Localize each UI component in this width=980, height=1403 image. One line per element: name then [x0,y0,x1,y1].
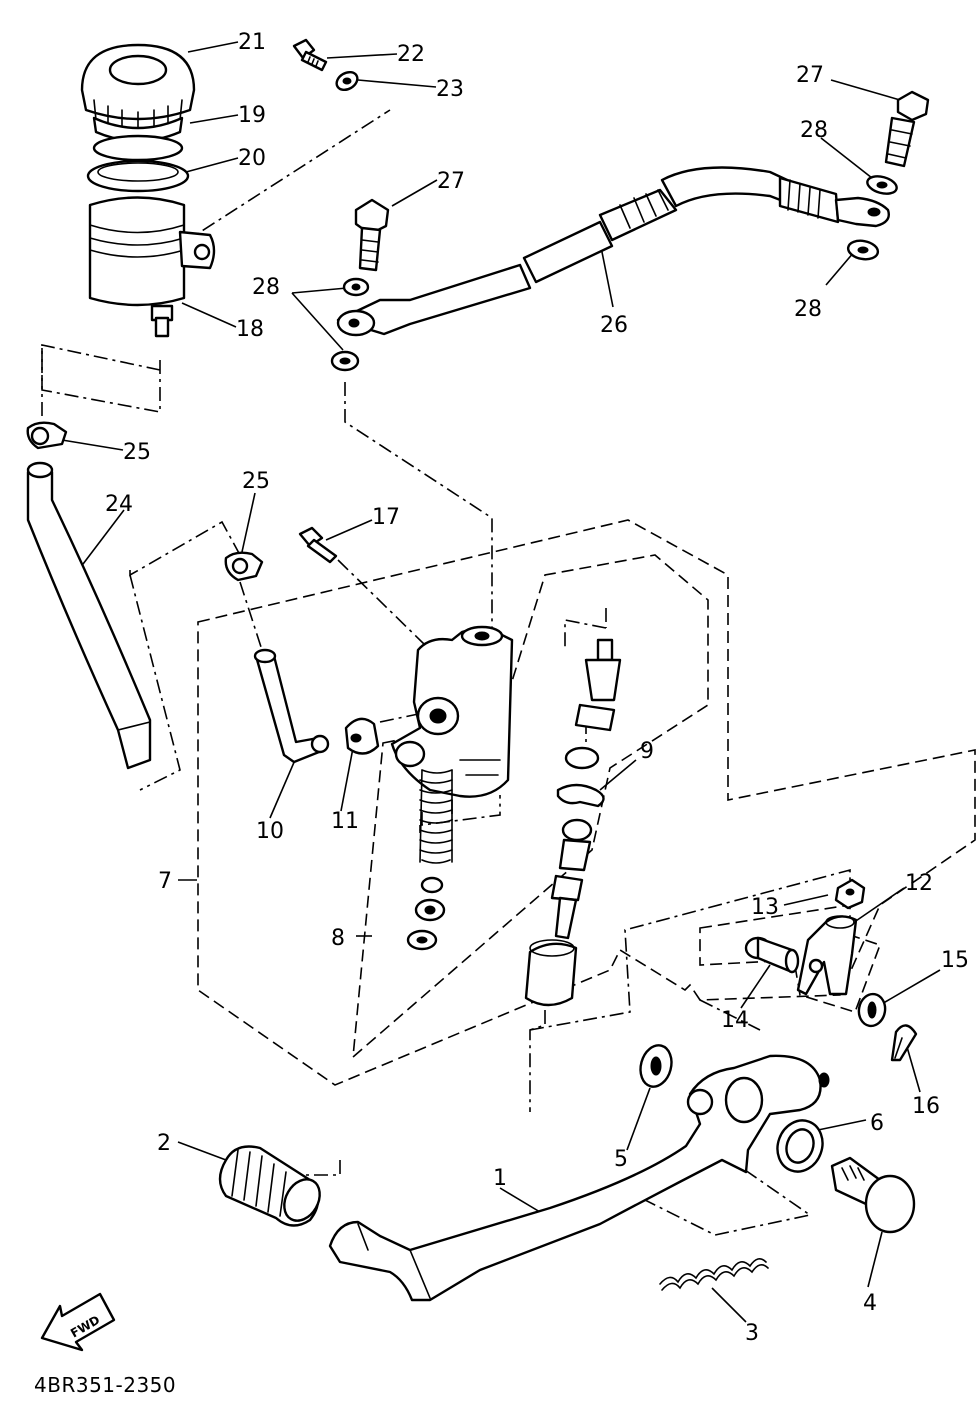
washer-6 [776,1119,824,1173]
callout-labels: 1 2 3 4 5 6 7 8 9 10 11 12 13 14 15 16 1… [105,30,969,1346]
grommet-11 [344,717,380,755]
callout-28-right-bottom: 28 [794,297,822,322]
washer-23 [335,70,359,92]
forward-arrow-icon: FWD [40,1292,116,1352]
callout-26: 26 [600,313,628,338]
callout-9: 9 [640,739,654,764]
callout-18: 18 [236,317,264,342]
reservoir-tank [88,196,216,338]
callout-15: 15 [941,948,969,973]
callout-25-lower: 25 [242,469,270,494]
callout-23: 23 [436,77,464,102]
callout-19: 19 [238,103,266,128]
callout-27-right: 27 [796,63,824,88]
callout-10: 10 [256,819,284,844]
assembly-outline-8 [352,554,709,1059]
callout-16: 16 [912,1094,940,1119]
flow-lines [41,109,851,1236]
callout-3: 3 [745,1321,759,1346]
callout-25-upper: 25 [123,440,151,465]
callout-27-left: 27 [437,169,465,194]
callout-28-left: 28 [252,275,280,300]
callout-20: 20 [238,146,266,171]
washer-15 [857,992,887,1028]
hose-clamp-25-upper [26,421,68,450]
inner-kit-parts [406,876,446,951]
screw-17 [298,526,338,564]
callout-13: 13 [751,895,779,920]
callout-24: 24 [105,492,133,517]
assembly-outline-12 [699,904,882,1013]
cotter-pin-16 [890,1024,918,1062]
callout-28-right-top: 28 [800,118,828,143]
drawing-code: 4BR351-2350 [34,1373,176,1397]
callout-8: 8 [331,926,345,951]
nut-13 [834,878,866,910]
callout-4: 4 [863,1291,877,1316]
pedal-rubber-2 [218,1145,321,1227]
callout-14: 14 [721,1008,749,1033]
callout-1: 1 [493,1166,507,1191]
hose-fitting-10 [253,648,330,764]
diaphragm-plate [92,134,184,162]
clevis-12 [796,915,858,996]
callout-12: 12 [905,871,933,896]
bolt-22 [292,38,328,72]
reservoir-cap [80,43,196,143]
diaphragm [86,159,190,193]
banjo-bolt-27-left [354,198,390,272]
banjo-bolt-27-right [884,90,930,168]
clevis-pin-14 [744,936,800,974]
master-cylinder-body [390,625,514,798]
callout-5: 5 [614,1147,628,1172]
leader-lines [61,41,941,1323]
return-spring [419,769,453,864]
return-spring-3 [659,1258,769,1291]
pivot-bolt-4 [830,1156,916,1234]
callout-6: 6 [870,1111,884,1136]
hose-clamp-25-lower [224,551,264,582]
brake-pedal-lever [328,1054,830,1302]
washer-5 [639,1044,673,1088]
callout-21: 21 [238,30,266,55]
callout-2: 2 [157,1131,171,1156]
assembly-outline-7 [197,519,976,1086]
callout-7: 7 [158,869,172,894]
callout-17: 17 [372,505,400,530]
brake-hose-26 [336,166,890,337]
callout-22: 22 [397,42,425,67]
copper-washers-28 [330,175,898,372]
hose-24 [26,461,152,770]
callout-11: 11 [331,809,359,834]
piston-assembly [524,638,622,1007]
